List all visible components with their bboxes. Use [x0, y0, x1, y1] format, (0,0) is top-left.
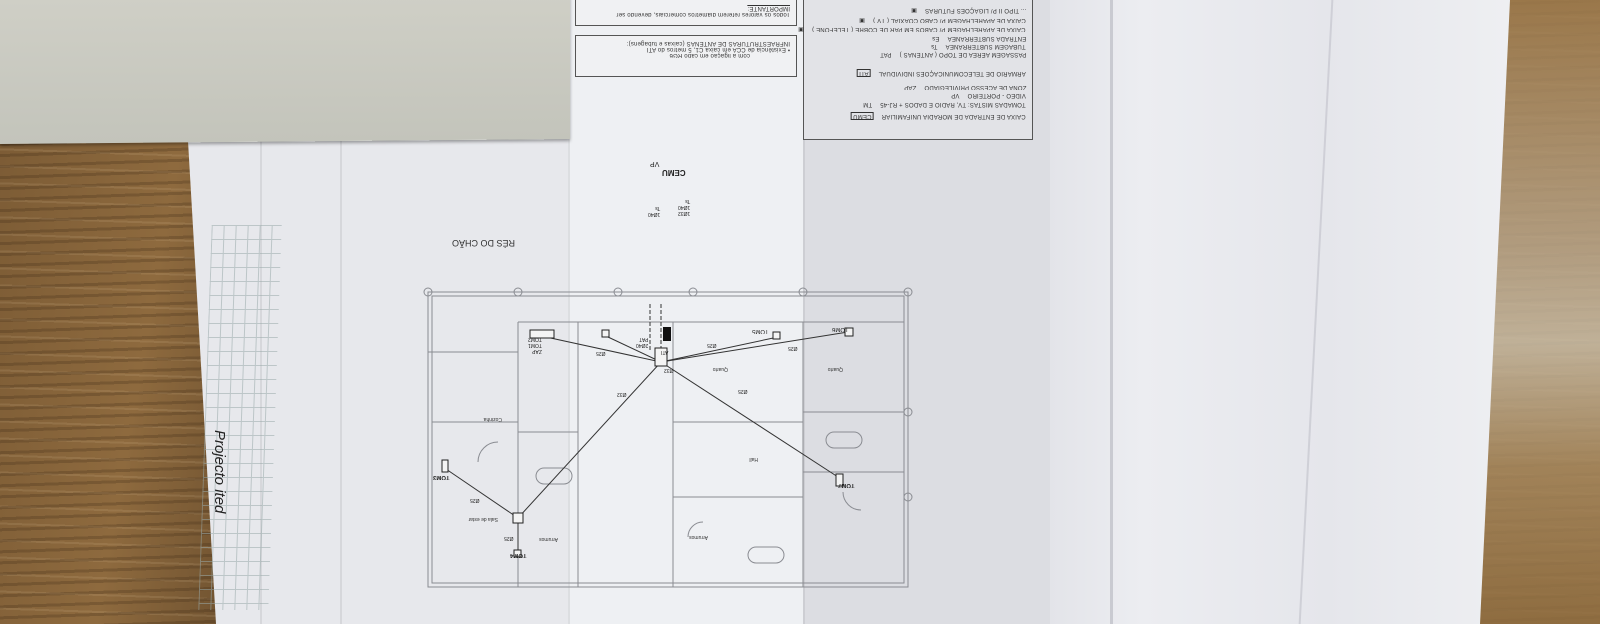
- cemu-label: CEMU: [662, 168, 686, 177]
- conduit-label: Ø32: [617, 391, 627, 397]
- conduit-label: Ø25: [470, 497, 480, 503]
- antenna-note: com a ligação em cabo RG6 • Existência d…: [575, 35, 797, 77]
- legend-row: ▣... TIPO II P/ LIGAÇÕES FUTURAS: [910, 7, 1026, 14]
- svg-text:Arrumos: Arrumos: [539, 536, 558, 542]
- svg-text:Cozinha: Cozinha: [483, 416, 502, 422]
- outlet-tom3: TOM3: [433, 474, 450, 480]
- legend-row: ▣CAIXA DE APARELHAGEM P/ CABOS EM PAR DE…: [798, 26, 1026, 33]
- sheet-edge: [1110, 0, 1113, 624]
- antenna-note-line2: com a ligação em cabo RG6: [669, 52, 750, 58]
- outlet-tom6: TOM6: [832, 326, 849, 332]
- outlet-tom4: TOM4: [510, 552, 527, 558]
- fold-line: [340, 0, 342, 624]
- svg-text:Hall: Hall: [749, 456, 758, 462]
- conduit-label: Ø32: [664, 367, 674, 373]
- svg-text:Quarto: Quarto: [712, 366, 728, 372]
- fold-line: [568, 0, 570, 624]
- important-text: Todos os valores referem diâmetros comer…: [616, 11, 790, 17]
- conduit-label: Ø25: [738, 388, 748, 394]
- conduit-label: Ø25: [596, 350, 606, 356]
- fold-line: [803, 0, 805, 624]
- svg-text:Sala de estar: Sala de estar: [468, 516, 498, 522]
- conduit-label: Ø25: [788, 345, 798, 351]
- plan-panel-center: [568, 0, 803, 624]
- outlet-tom5: TOM5: [752, 328, 769, 334]
- important-note: Todos os valores referem diâmetros comer…: [575, 0, 797, 26]
- vp-label: VP: [650, 160, 660, 167]
- blank-folded-sheet: [1050, 0, 1510, 624]
- antenna-note-heading: INFRAESTRUTURAS DE ANTENAS (caixas e tub…: [626, 40, 790, 46]
- fold-line: [1298, 0, 1334, 624]
- gray-cardboard-sheet: [0, 0, 570, 145]
- legend-row: ▣CAIXA DE APARELHAGEM P/ CABO COAXIAL ( …: [859, 17, 1026, 24]
- svg-text:Quarto: Quarto: [827, 366, 843, 372]
- floor-title: RÉS DO CHÃO: [452, 238, 516, 248]
- floor-plan-drawing: Cozinha Quarto Quarto Hall Sala de estar…: [423, 287, 913, 588]
- conduit-label: Ø25: [707, 342, 717, 348]
- outlet-tom7: TOM7: [838, 482, 855, 488]
- conduit-label: Ø25: [504, 535, 514, 541]
- project-title: Projecto ited: [211, 430, 228, 514]
- antenna-note-line1: • Existência de CCA em caixa C1, 5 metro…: [646, 46, 790, 52]
- title-block-grid: [198, 225, 282, 610]
- ati-label: ATI: [661, 349, 669, 355]
- svg-text:Arrumos: Arrumos: [689, 534, 708, 540]
